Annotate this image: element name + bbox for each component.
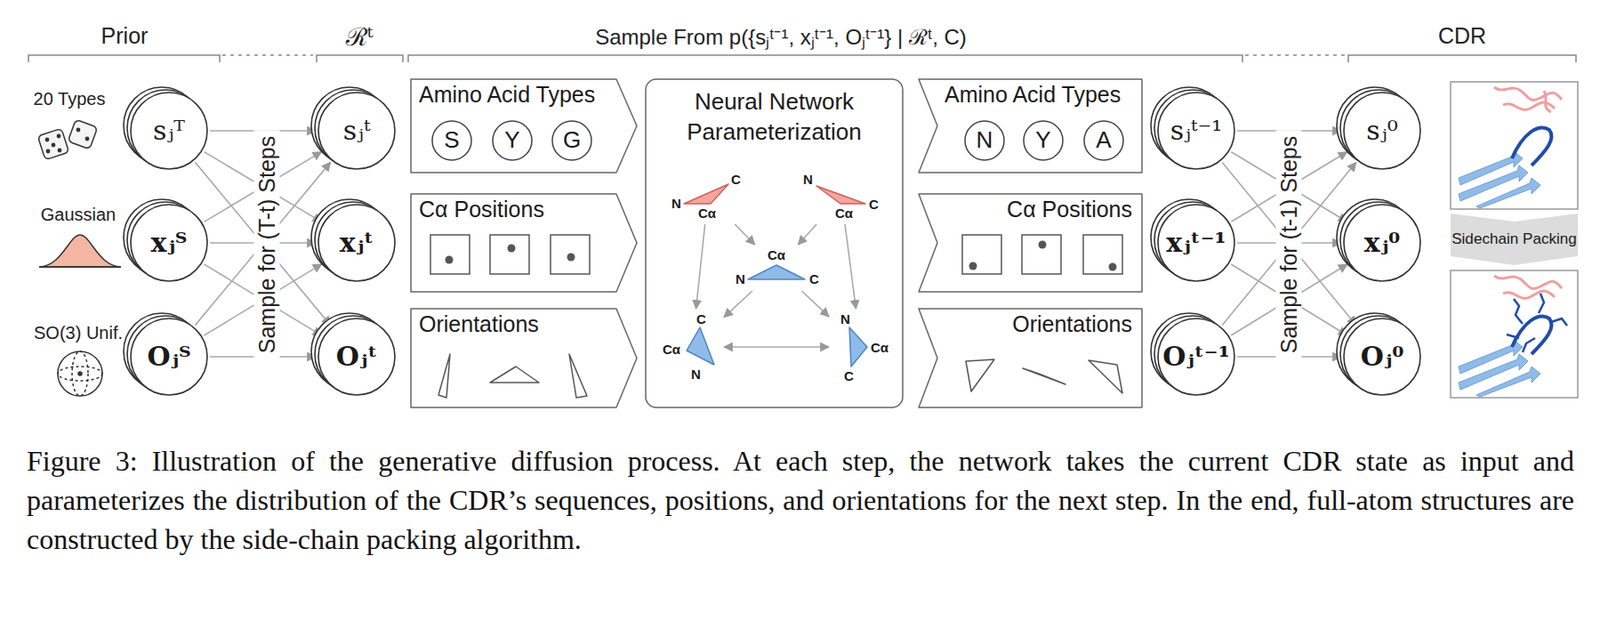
node-label: Y — [1035, 127, 1051, 154]
state-symbol: xⱼᵗ⁻¹ — [1165, 227, 1226, 259]
atom-label: Cα — [767, 247, 786, 263]
section-brackets — [28, 55, 1576, 63]
residue-frame: N Cα C — [662, 311, 722, 383]
atom-label: N — [735, 271, 746, 287]
node-label: Sidechain Packing — [1451, 230, 1577, 249]
state-circle: sⱼᵀ — [129, 91, 209, 170]
residue-frame: N CαC — [733, 247, 821, 289]
dice-icon — [37, 119, 97, 160]
section-heading: ℛᵗ — [345, 18, 374, 53]
section-heading: Prior — [101, 23, 149, 49]
amino-acid-circle: N — [964, 120, 1006, 161]
atom-label: N — [840, 311, 851, 327]
state-circle: sⱼ⁰ — [1342, 91, 1422, 170]
output-panel: Cα Positions — [917, 192, 1143, 293]
atom-label: C — [696, 311, 707, 327]
flow-arrow — [734, 224, 755, 245]
residue-frame: N Cα C — [803, 171, 880, 222]
amino-acid-circle: S — [431, 120, 473, 161]
residue-frame: N CαC — [831, 311, 891, 383]
flow-arrow — [723, 345, 829, 348]
state-symbol: sⱼᵀ — [152, 115, 185, 147]
flow-arrow — [844, 224, 856, 309]
atom-label: C — [731, 171, 741, 187]
amino-acid-circle: A — [1083, 120, 1125, 161]
state-symbol: Oⱼ⁰ — [1360, 341, 1405, 373]
node-label: Neural Network Parameterization — [653, 87, 895, 148]
state-symbol: sⱼᵗ — [343, 115, 371, 147]
node-label: Amino Acid Types — [418, 81, 595, 108]
node-label: A — [1095, 127, 1111, 154]
step-label: Sample for (T-t) Steps — [254, 130, 281, 360]
state-symbol: xⱼ⁰ — [1364, 227, 1400, 259]
atom-label: C — [868, 196, 879, 212]
residue-frame: N Cα C — [671, 171, 745, 222]
state-symbol: sⱼᵗ⁻¹ — [1170, 115, 1223, 147]
flow-arrow — [696, 224, 706, 309]
input-panel: Amino Acid TypesS Y G — [410, 78, 638, 174]
network-box: Neural Network ParameterizationNCαCNCαCN… — [644, 78, 904, 409]
state-circle: xⱼᵀ — [129, 203, 209, 282]
state-circle: sⱼᵗ⁻¹ — [1157, 91, 1236, 170]
state-symbol: xⱼᵀ — [151, 227, 188, 259]
state-symbol: sⱼ⁰ — [1366, 115, 1398, 147]
gaussian-curve — [39, 234, 121, 267]
node-label: Cα Positions — [1006, 196, 1133, 223]
node-label: Amino Acid Types — [944, 81, 1121, 108]
state-symbol: Oⱼᵀ — [146, 341, 191, 373]
state-symbol: xⱼᵗ — [339, 227, 374, 259]
node-label: Orientations — [1012, 311, 1133, 338]
section-heading: CDR — [1438, 23, 1487, 49]
node-label: S — [443, 127, 459, 154]
prior-label: Gaussian — [40, 204, 117, 226]
node-label: Orientations — [418, 311, 539, 338]
output-panel: Orientations — [917, 307, 1143, 409]
state-circle: Oⱼᵗ — [317, 317, 396, 396]
atom-label: N — [803, 171, 813, 187]
node-label: N — [976, 127, 994, 154]
amino-acid-circle: Y — [1022, 120, 1064, 161]
flow-arrow — [723, 290, 753, 318]
packing-step: Sidechain Packing — [1450, 213, 1578, 266]
state-circle: xⱼᵗ — [317, 203, 396, 282]
step-label: Sample for (t-1) Steps — [1276, 130, 1303, 360]
sphere-icon — [57, 351, 103, 396]
atom-label: N — [691, 366, 701, 382]
atom-label: N — [671, 195, 682, 211]
state-circle: xⱼ⁰ — [1342, 203, 1422, 282]
state-circle: Oⱼᵀ — [129, 317, 209, 396]
node-label: Y — [504, 127, 520, 154]
section-heading: Sample From p({sⱼᵗ⁻¹, xⱼᵗ⁻¹, Oⱼᵗ⁻¹} | ℛᵗ… — [594, 21, 967, 51]
prior-label: 20 Types — [33, 88, 106, 110]
state-circle: sⱼᵗ — [317, 91, 396, 170]
input-panel: Cα Positions — [410, 192, 638, 293]
atom-label: Cα — [870, 339, 889, 355]
node-label: G — [562, 127, 581, 154]
output-panel: Amino Acid TypesN Y A — [917, 78, 1143, 174]
state-circle: xⱼᵗ⁻¹ — [1157, 203, 1236, 282]
flow-arrow — [797, 224, 817, 245]
state-circle: Oⱼᵗ⁻¹ — [1157, 317, 1236, 396]
prior-label: SO(3) Unif. — [33, 322, 123, 344]
atom-label: Cα — [698, 205, 716, 221]
state-symbol: Oⱼᵗ — [336, 341, 378, 373]
node-label: Cα Positions — [418, 196, 545, 223]
amino-acid-circle: Y — [491, 120, 533, 161]
atom-label: Cα — [662, 341, 681, 357]
flow-arrow — [801, 290, 829, 317]
atom-label: C — [809, 271, 820, 287]
atom-label: Cα — [835, 205, 853, 221]
amino-acid-circle: G — [551, 120, 593, 161]
atom-label: C — [844, 368, 854, 384]
figure-caption: Figure 3: Illustration of the generative… — [26, 441, 1575, 559]
orientation-triangles — [438, 353, 1123, 398]
input-panel: Orientations — [410, 307, 638, 409]
state-symbol: Oⱼᵗ⁻¹ — [1162, 341, 1231, 373]
state-circle: Oⱼ⁰ — [1342, 317, 1422, 396]
protein-structure — [1450, 81, 1578, 398]
